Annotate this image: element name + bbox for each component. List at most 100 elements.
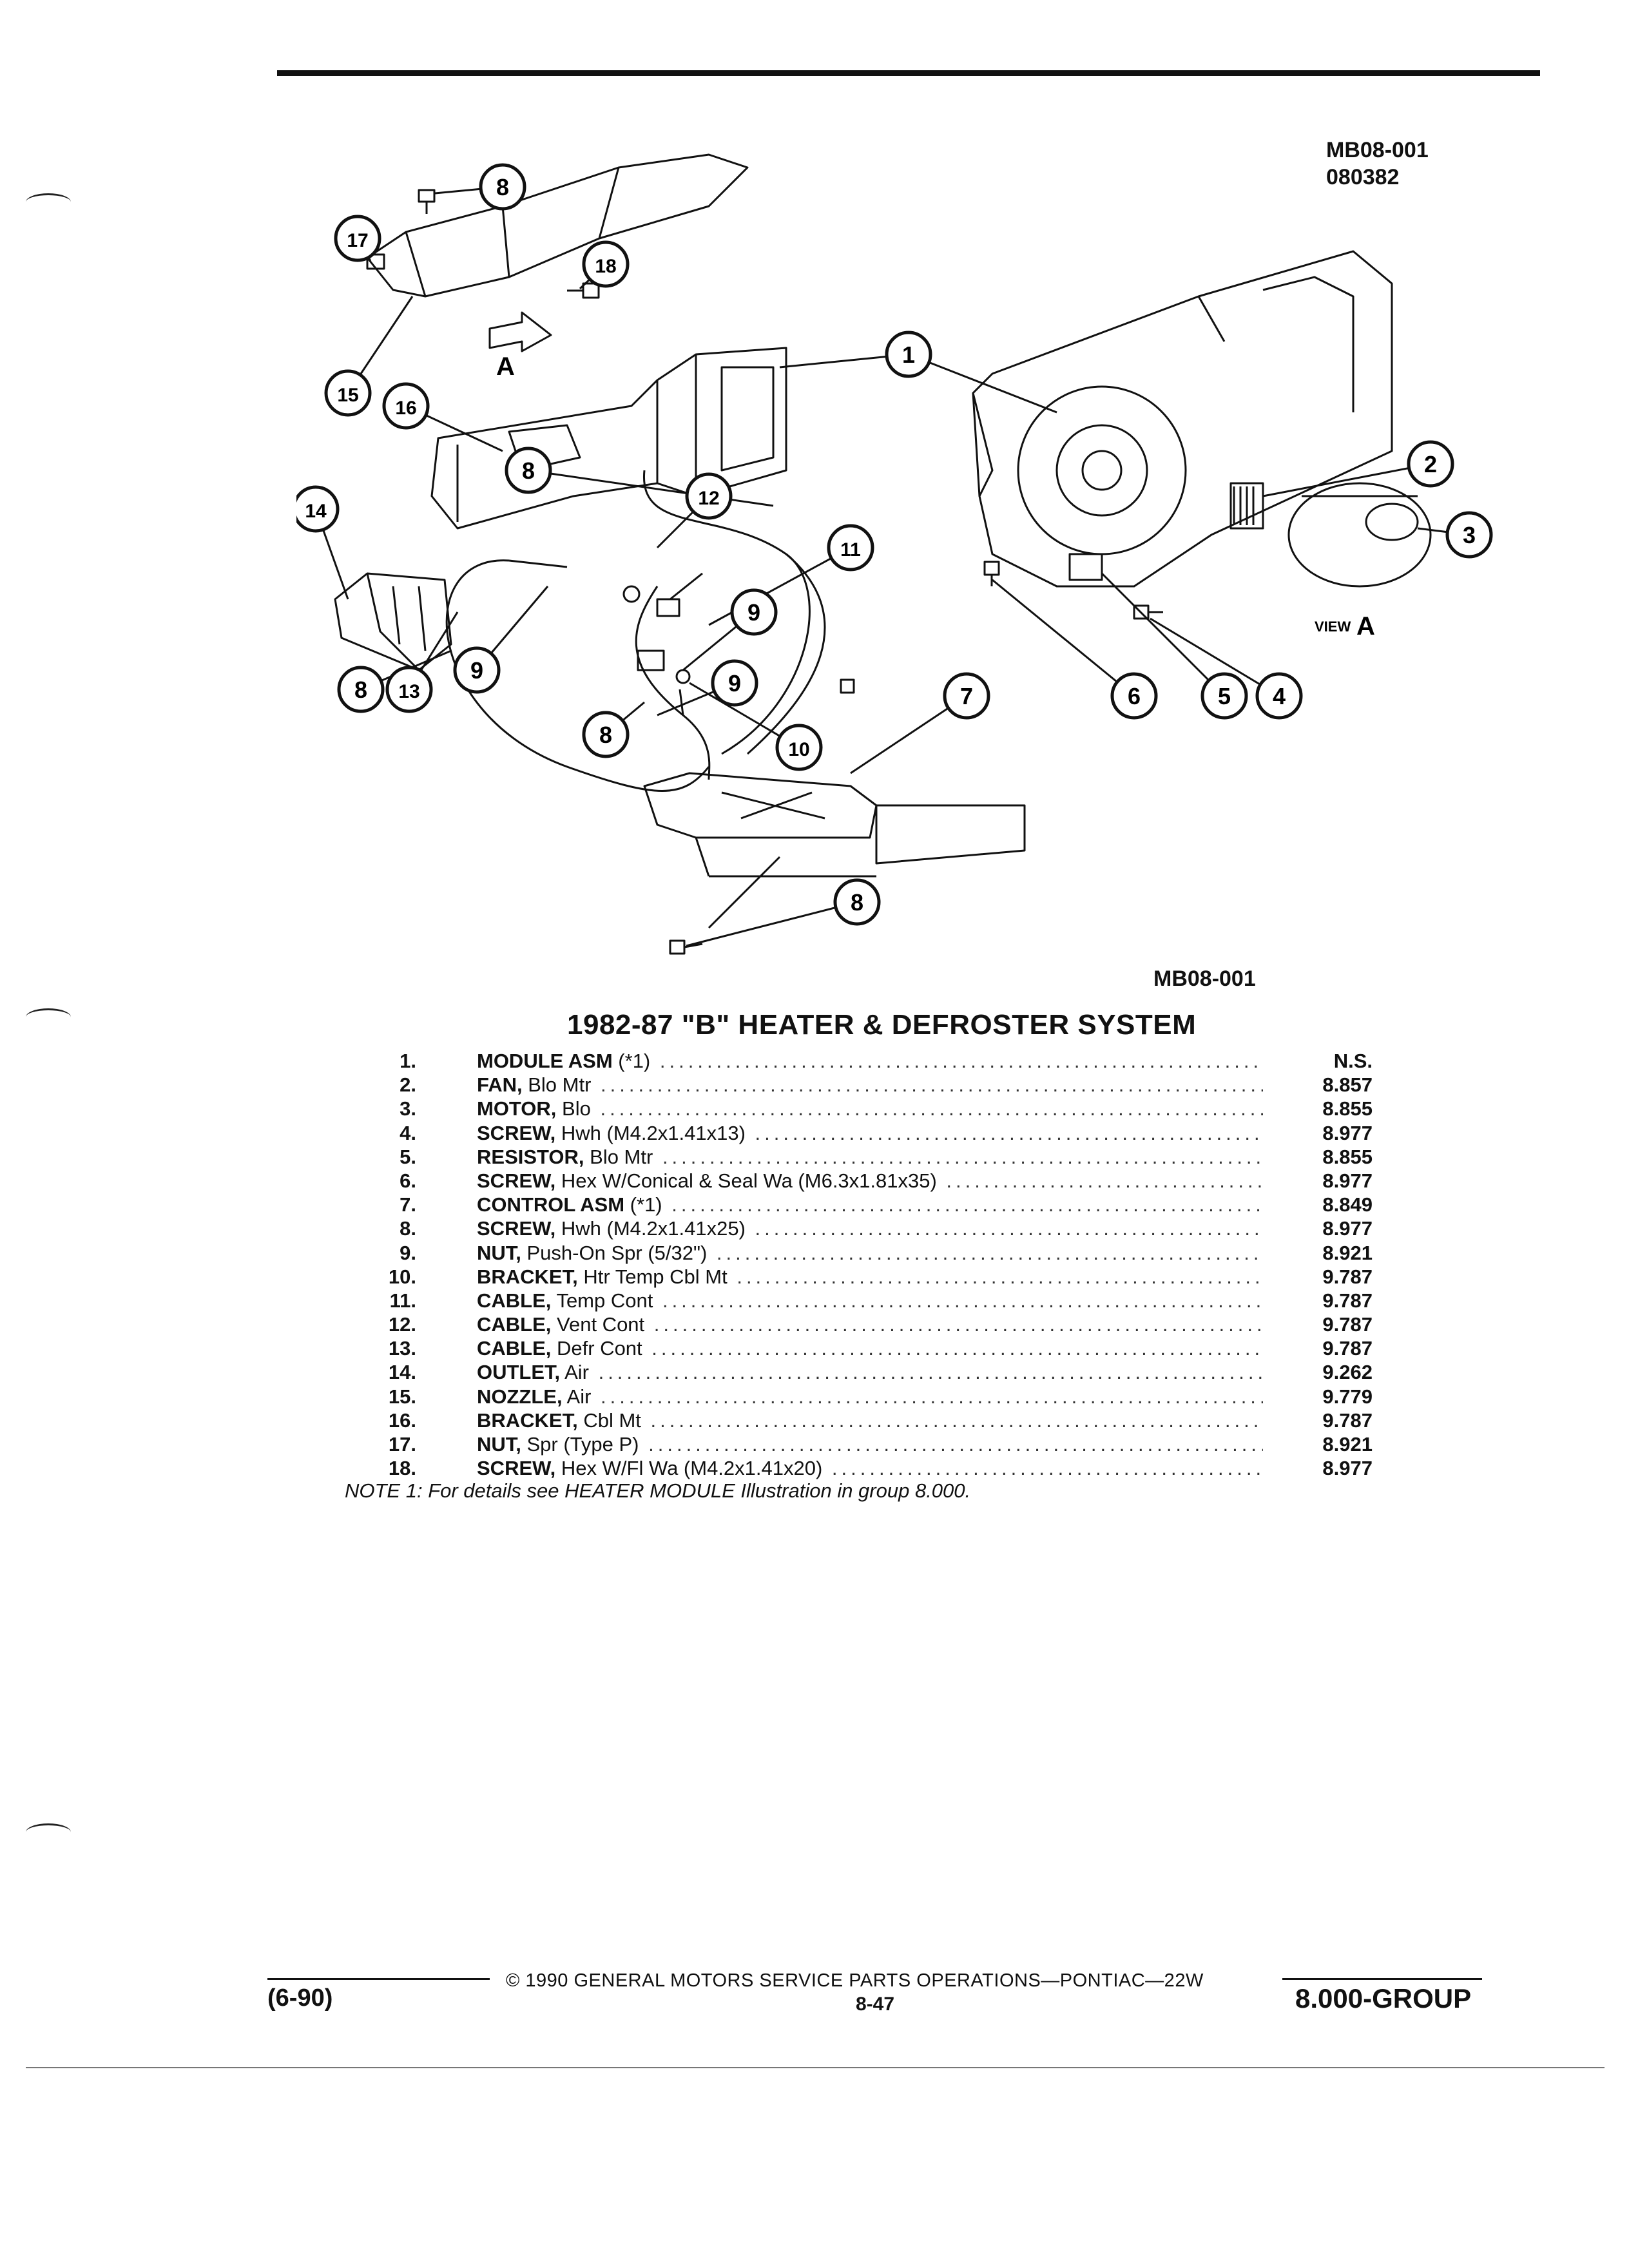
svg-text:10: 10 <box>788 739 809 760</box>
part-reference: 8.977 <box>1322 1121 1373 1144</box>
page-title: 1982-87 "B" HEATER & DEFROSTER SYSTEM <box>567 1009 1197 1041</box>
part-detail: Temp Cont <box>551 1289 653 1312</box>
part-detail: Hex W/Fl Wa (M4.2x1.41x20) <box>555 1457 823 1480</box>
part-name: RESISTOR, <box>477 1145 584 1168</box>
callout-18: 18 <box>582 240 630 288</box>
margin-mark <box>26 1008 71 1026</box>
svg-text:2: 2 <box>1424 451 1437 477</box>
part-reference: 8.921 <box>1322 1433 1373 1456</box>
part-number: 4. <box>400 1121 416 1144</box>
part-name: SCREW, <box>477 1121 556 1144</box>
part-detail: Hex W/Conical & Seal Wa (M6.3x1.81x35) <box>555 1169 937 1192</box>
leader-dots: ........................................… <box>755 1217 1263 1240</box>
part-number: 15. <box>388 1385 416 1408</box>
callout-5: 5 <box>1200 672 1248 720</box>
part-detail: Hwh (M4.2x1.41x25) <box>555 1217 746 1240</box>
part-row: 8.SCREW, Hwh (M4.2x1.41x25) ............… <box>348 1216 1379 1240</box>
leader-dots: ........................................… <box>651 1337 1263 1360</box>
part-reference: 8.977 <box>1322 1217 1373 1240</box>
part-description: CONTROL ASM (*1) .......................… <box>477 1193 1263 1216</box>
part-reference: 8.857 <box>1322 1073 1373 1097</box>
svg-text:9: 9 <box>470 657 483 684</box>
footer-rule-left <box>267 1978 490 1980</box>
footnote: NOTE 1: For details see HEATER MODULE Il… <box>345 1479 971 1502</box>
leader-dots: ........................................… <box>601 1073 1263 1097</box>
part-name: BRACKET, <box>477 1265 578 1288</box>
callout-17: 17 <box>334 215 381 262</box>
part-row: 13.CABLE, Defr Cont ....................… <box>348 1336 1379 1360</box>
control-assembly-drawing <box>643 772 1026 878</box>
part-description: CABLE, Vent Cont .......................… <box>477 1312 1263 1336</box>
part-row: 2.FAN, Blo Mtr .........................… <box>348 1073 1379 1097</box>
leader-dots: ........................................… <box>946 1169 1263 1192</box>
part-description: MODULE ASM (*1) ........................… <box>477 1049 1263 1073</box>
top-rule <box>277 70 1540 76</box>
part-number: 9. <box>400 1241 416 1264</box>
part-detail: Air <box>562 1385 592 1408</box>
part-row: 16.BRACKET, Cbl Mt .....................… <box>348 1408 1379 1432</box>
svg-text:6: 6 <box>1128 683 1141 709</box>
part-number: 5. <box>400 1145 416 1168</box>
part-number: 11. <box>389 1289 416 1312</box>
part-detail: Cbl Mt <box>577 1408 641 1432</box>
leader-dots: ........................................… <box>598 1361 1263 1384</box>
svg-text:16: 16 <box>395 398 416 419</box>
svg-text:8: 8 <box>599 722 612 748</box>
callout-3: 3 <box>1445 511 1493 559</box>
margin-mark <box>26 1823 71 1841</box>
figure-id-top: MB08-001 <box>1326 138 1429 162</box>
footer-rule-right <box>1282 1978 1482 1980</box>
callout-2: 2 <box>1407 440 1454 488</box>
svg-text:13: 13 <box>398 681 419 702</box>
part-description: RESISTOR, Blo Mtr ......................… <box>477 1145 1263 1169</box>
part-number: 3. <box>400 1097 416 1120</box>
part-row: 9.NUT, Push-On Spr (5/32") .............… <box>348 1241 1379 1265</box>
bottom-rule <box>26 2067 1605 2068</box>
part-name: CABLE, <box>477 1337 552 1360</box>
part-reference: 9.787 <box>1322 1265 1373 1288</box>
part-name: OUTLET, <box>477 1361 561 1384</box>
screw-drawing <box>840 561 1163 694</box>
svg-text:5: 5 <box>1218 683 1231 709</box>
part-detail: Hwh (M4.2x1.41x13) <box>555 1121 746 1144</box>
control-cables-drawing <box>445 470 826 792</box>
part-reference: 9.787 <box>1322 1313 1373 1336</box>
heater-module-drawing <box>430 347 787 530</box>
part-number: 16. <box>388 1408 416 1432</box>
revision-date: (6-90) <box>267 1984 333 2012</box>
arrow-letter: A <box>496 352 515 381</box>
leader-dots: ........................................… <box>831 1457 1263 1480</box>
callout-7: 7 <box>943 672 990 720</box>
svg-text:9: 9 <box>747 599 760 626</box>
figure-code: 080382 <box>1326 165 1400 189</box>
callout-9: 9 <box>711 659 758 707</box>
part-description: NOZZLE, Air ............................… <box>477 1385 1263 1408</box>
part-number: 2. <box>400 1073 416 1097</box>
part-description: CABLE, Temp Cont .......................… <box>477 1289 1263 1312</box>
part-detail: (*1) <box>624 1193 662 1216</box>
blower-fan-drawing <box>1229 482 1264 530</box>
callout-15: 15 <box>324 369 372 417</box>
callout-10: 10 <box>775 724 823 771</box>
part-name: BRACKET, <box>477 1408 578 1432</box>
heater-module-view-a-drawing <box>972 250 1393 588</box>
part-reference: 8.977 <box>1322 1169 1373 1192</box>
part-reference: 9.262 <box>1322 1361 1373 1384</box>
callout-14: 14 <box>296 485 340 533</box>
leader-dots: ........................................… <box>662 1289 1263 1312</box>
part-description: SCREW, Hex W/Fl Wa (M4.2x1.41x20) ......… <box>477 1456 1263 1480</box>
leader-dots: ........................................… <box>600 1097 1263 1120</box>
callout-16: 16 <box>382 382 430 430</box>
figure-caption-id: MB08-001 <box>1153 966 1256 991</box>
leader-dots: ........................................… <box>671 1193 1263 1216</box>
svg-text:18: 18 <box>595 256 616 277</box>
part-name: NOZZLE, <box>477 1385 563 1408</box>
part-number: 12. <box>388 1313 416 1336</box>
part-detail: Htr Temp Cbl Mt <box>577 1265 728 1288</box>
part-row: 1.MODULE ASM (*1) ......................… <box>348 1049 1379 1073</box>
part-number: 14. <box>388 1361 416 1384</box>
part-reference: 9.787 <box>1322 1408 1373 1432</box>
part-detail: Defr Cont <box>551 1337 642 1360</box>
